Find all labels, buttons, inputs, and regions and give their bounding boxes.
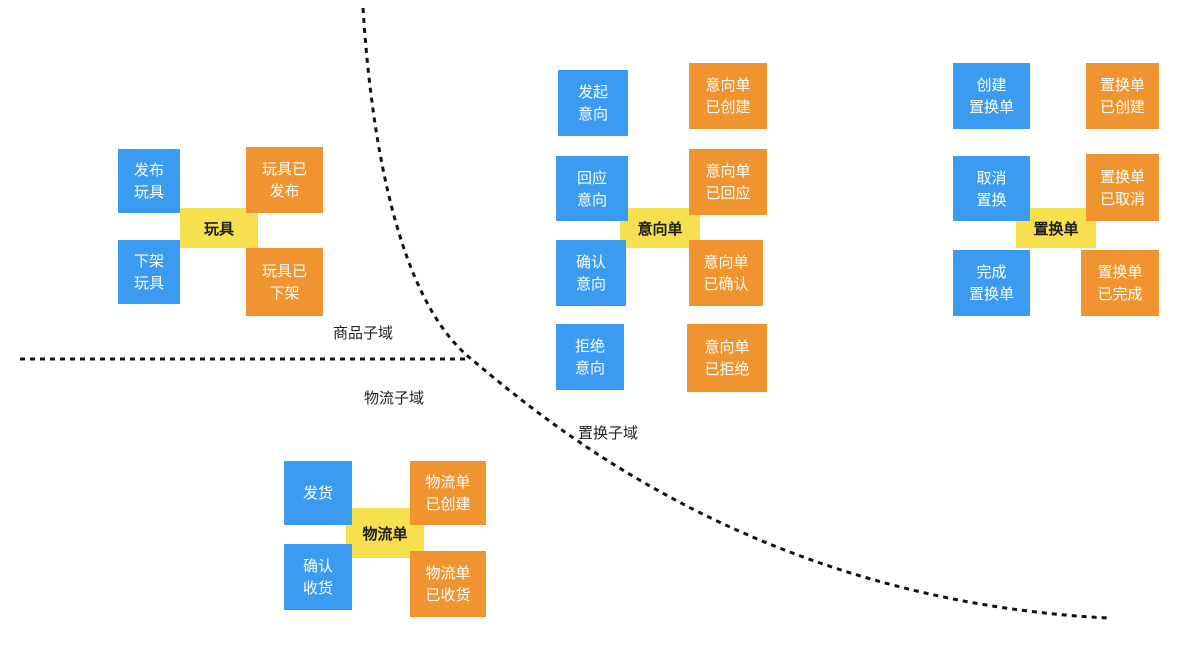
command-ship: 发货: [284, 461, 352, 525]
event-intent-confirmed: 意向单 已确认: [689, 240, 763, 306]
toy-aggregate: 玩具: [180, 208, 258, 248]
event-logistics-created: 物流单 已创建: [410, 461, 486, 525]
command-reject-intent: 拒绝 意向: [556, 324, 624, 390]
boundary-curve: [361, 7, 1109, 620]
event-logistics-received: 物流单 已收货: [410, 551, 486, 617]
event-exchange-created: 置换单 已创建: [1086, 63, 1159, 129]
logistics-subdomain-label: 物流子域: [364, 389, 425, 407]
event-intent-created: 意向单 已创建: [689, 63, 767, 129]
event-intent-responded: 意向单 已回应: [689, 149, 767, 215]
goods-subdomain-label: 商品子域: [333, 324, 394, 342]
intent-order-aggregate: 意向单: [620, 208, 700, 248]
event-toy-delisted: 玩具已 下架: [246, 248, 323, 316]
command-delist-toy: 下架 玩具: [118, 240, 180, 304]
event-intent-rejected: 意向单 已拒绝: [687, 324, 767, 392]
event-exchange-cancelled: 置换单 已取消: [1086, 154, 1159, 221]
command-publish-toy: 发布 玩具: [118, 149, 180, 213]
command-confirm-receipt: 确认 收货: [284, 544, 352, 610]
command-cancel-exchange: 取消 置换: [953, 156, 1030, 221]
exchange-subdomain-label: 置换子域: [578, 424, 639, 442]
command-confirm-intent: 确认 意向: [556, 240, 626, 306]
command-initiate-intent: 发起 意向: [558, 70, 628, 136]
event-exchange-completed: 置换单 已完成: [1081, 250, 1159, 316]
event-toy-published: 玩具已 发布: [246, 147, 323, 213]
command-complete-exchange: 完成 置换单: [953, 250, 1030, 316]
command-respond-intent: 回应 意向: [556, 156, 628, 221]
command-create-exchange: 创建 置换单: [953, 63, 1030, 129]
